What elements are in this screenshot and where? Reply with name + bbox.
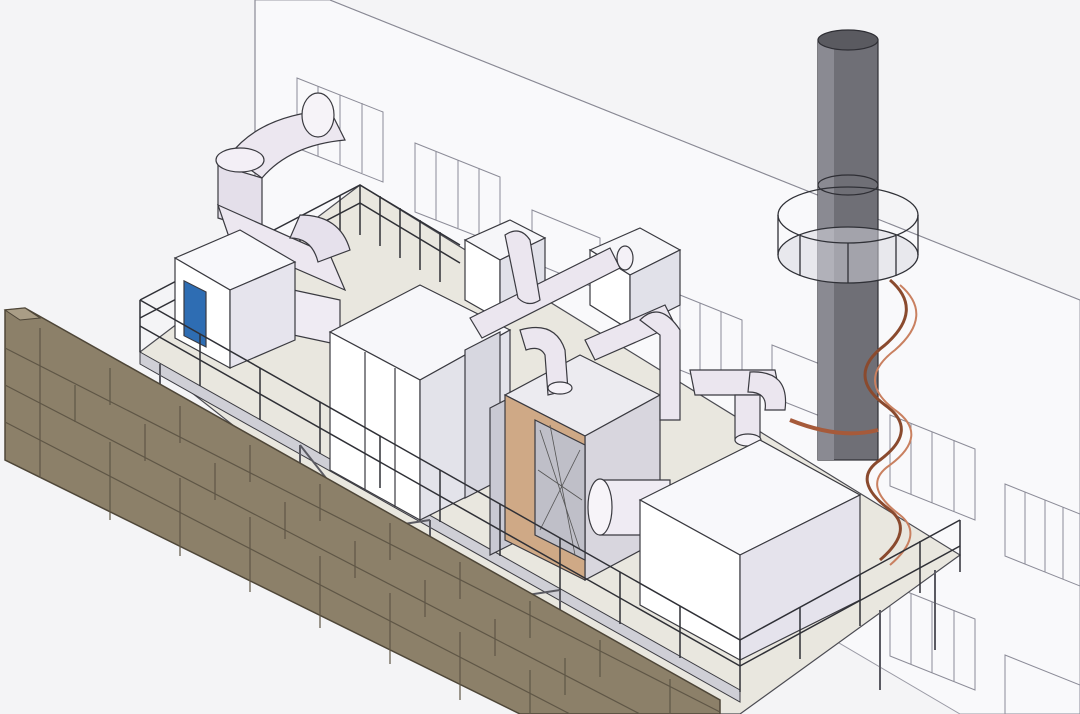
left-fan-box xyxy=(173,229,297,370)
right-fan-box xyxy=(638,439,862,662)
stack-platform xyxy=(777,186,919,284)
perimeter-guardrail-front xyxy=(139,299,961,692)
access-door xyxy=(183,279,207,348)
interconnecting-pipes xyxy=(469,230,787,447)
wall-windows xyxy=(296,77,1080,714)
brick-parapet-wall xyxy=(3,307,721,714)
spiral-staircase xyxy=(789,278,918,566)
